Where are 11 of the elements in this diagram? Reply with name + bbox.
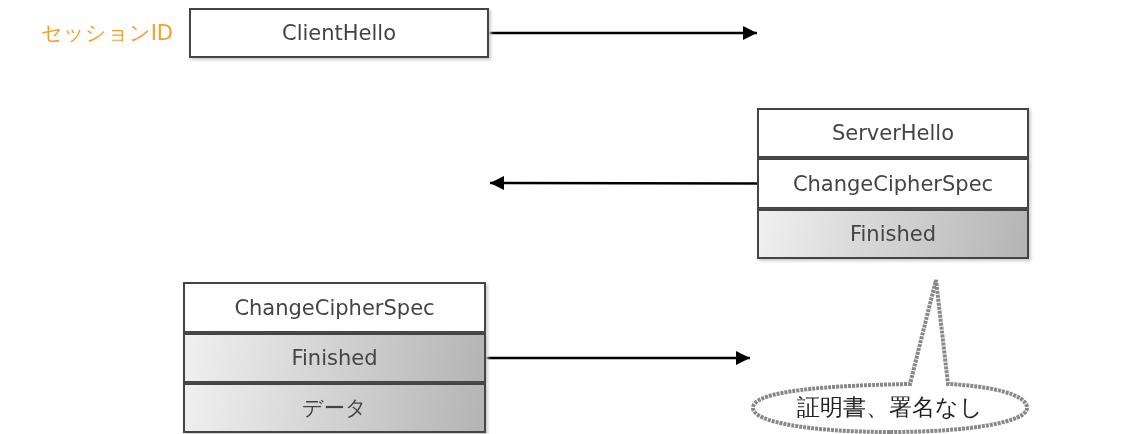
arrow bbox=[489, 26, 757, 40]
message-cell: ChangeCipherSpec bbox=[183, 282, 486, 333]
message-cell: データ bbox=[183, 383, 486, 433]
message-cell: ServerHello bbox=[757, 108, 1029, 158]
arrow bbox=[490, 176, 757, 191]
annotation-label: セッションID bbox=[40, 20, 173, 47]
arrow bbox=[486, 351, 750, 365]
message-cell: Finished bbox=[757, 209, 1029, 259]
message-cell: Finished bbox=[183, 333, 486, 383]
message-cell: ChangeCipherSpec bbox=[757, 158, 1029, 209]
message-cell: ClientHello bbox=[189, 8, 489, 58]
